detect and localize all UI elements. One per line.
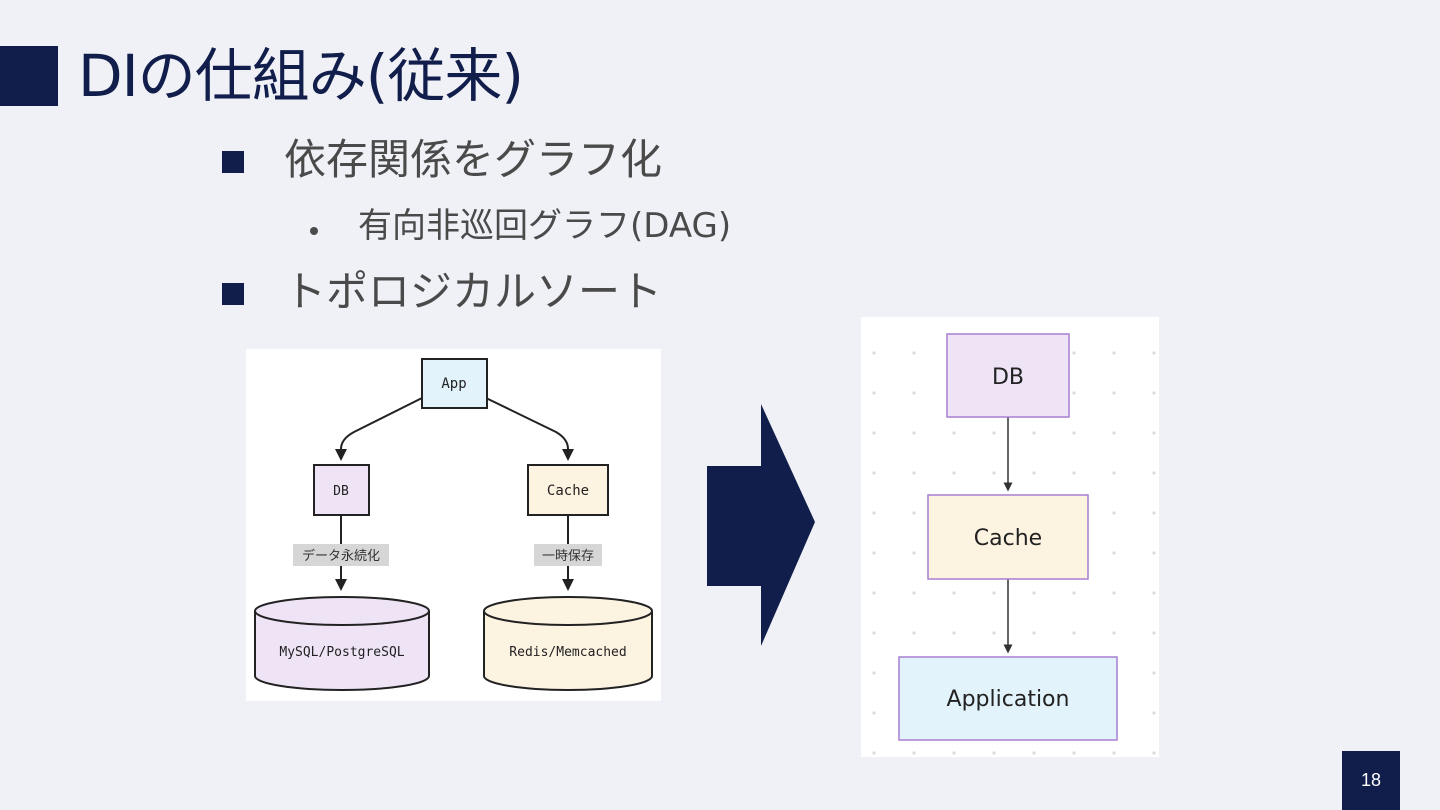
edge-app-db [335,397,423,461]
edge-label-bg [534,544,602,566]
node-redis-cylinder [483,596,653,691]
page-number: 18 [1342,751,1400,810]
edge-app-cache [485,397,574,461]
node-app [421,358,488,409]
node-application [898,656,1118,741]
node-cache [927,494,1089,580]
bullet-square-icon [222,283,244,305]
node-cache-label: Cache [974,526,1042,551]
node-db-label: DB [992,365,1024,390]
node-redis-label: Redis/Memcached [509,645,626,660]
dependency-graph-diagram: App DB Cache データ永続化 一時保存 MySQL/PostgreSQ… [246,349,661,701]
right-arrow-icon [707,404,815,646]
node-db [313,464,370,516]
node-db-label: DB [333,484,349,499]
bullet-text-1: 依存関係をグラフ化 [284,135,663,184]
bullet-dot-icon [310,227,318,235]
title-marker [0,46,58,106]
edge-label-persist: データ永続化 [302,548,380,564]
node-mysql-cylinder [254,596,430,691]
bullet-square-icon [222,151,244,173]
edge-label-temp: 一時保存 [542,549,594,564]
node-db [946,333,1070,418]
slide-title: DIの仕組み(従来) [78,42,524,110]
sorted-order-diagram: DB Cache Application [861,317,1159,757]
node-mysql-label: MySQL/PostgreSQL [279,645,404,660]
edge-label-bg [293,544,389,566]
bullet-text-2: トポロジカルソート [284,267,663,316]
node-cache [527,464,609,516]
node-application-label: Application [947,687,1070,712]
node-app-label: App [441,376,466,392]
node-cache-label: Cache [547,483,589,499]
sub-bullet-text-1: 有向非巡回グラフ(DAG) [358,206,732,246]
